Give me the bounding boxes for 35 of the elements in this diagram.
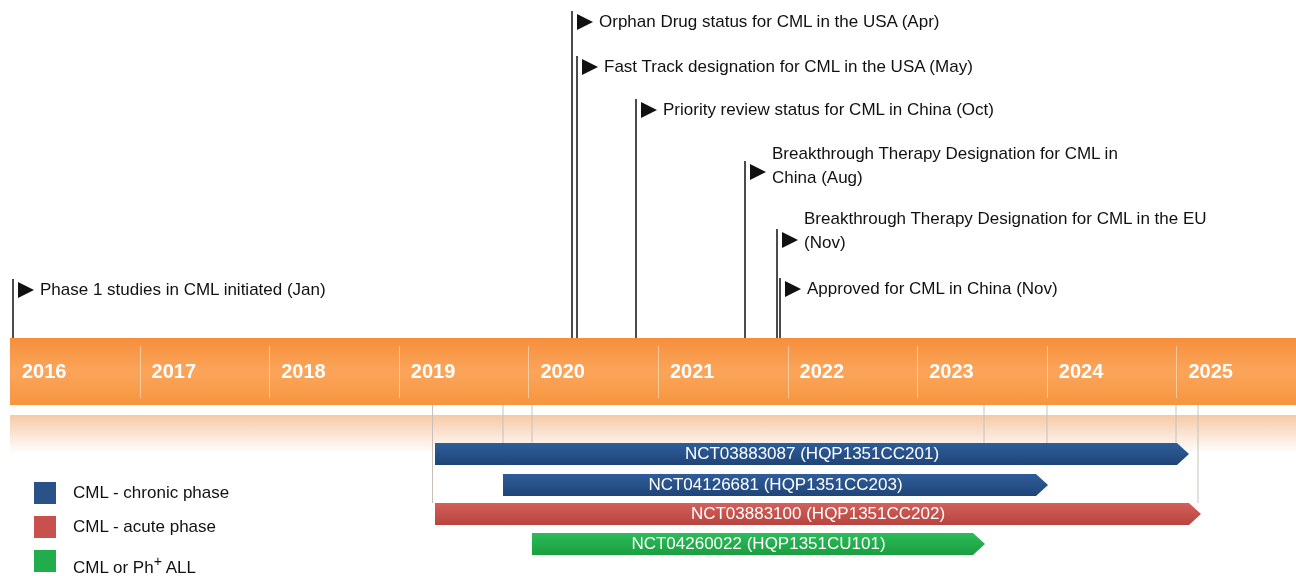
guide-line [1175, 404, 1177, 444]
year-label: 2020 [540, 360, 585, 383]
timeline-bar [10, 338, 1296, 405]
milestone-pole [12, 278, 14, 339]
milestone-pole [779, 277, 781, 339]
milestone-pole [776, 228, 778, 339]
year-label: 2024 [1058, 360, 1104, 383]
trial-bar: NCT03883100 (HQP1351CC202) [435, 503, 1201, 525]
legend-label: CML or Ph$^{+}$ ALL [73, 552, 196, 576]
milestone-text: Priority review status for CML in China (Oct) [663, 99, 995, 121]
milestone-text: Phase 1 studies in CML initiated (Jan) [40, 279, 327, 301]
guide-line [1197, 404, 1199, 504]
milestone-text: Breakthrough Therapy Designation for CML in China (Aug) [772, 143, 1119, 189]
guide-line [432, 404, 433, 504]
milestone-text: Breakthrough Therapy Designation for CML in the EU (Nov) [804, 208, 1208, 254]
milestone-pole [744, 160, 746, 339]
milestone-pole [576, 55, 578, 339]
year-label: 2018 [281, 360, 326, 383]
year-label: 2023 [929, 360, 974, 383]
legend-label: CML - chronic phase [73, 483, 230, 503]
year-label: 2021 [670, 360, 715, 383]
year-label: 2025 [1188, 360, 1233, 383]
milestone-pole [571, 10, 573, 339]
trial-bar: NCT04126681 (HQP1351CC203) [503, 474, 1048, 496]
year-label: 2017 [151, 360, 197, 383]
year-label: 2019 [410, 360, 456, 383]
milestone-text: Approved for CML in China (Nov) [807, 278, 1059, 300]
legend-label: CML - acute phase [73, 517, 216, 537]
milestone-pole [635, 98, 637, 339]
year-label: 2022 [799, 360, 845, 383]
trial-bar: NCT03883087 (HQP1351CC201) [435, 443, 1189, 465]
year-label: 2016 [22, 360, 67, 383]
trial-bar: NCT04260022 (HQP1351CU101) [532, 533, 985, 555]
milestone-text: Orphan Drug status for CML in the USA (Apr) [599, 11, 941, 33]
milestone-text: Fast Track designation for CML in the USA (May) [604, 56, 974, 78]
